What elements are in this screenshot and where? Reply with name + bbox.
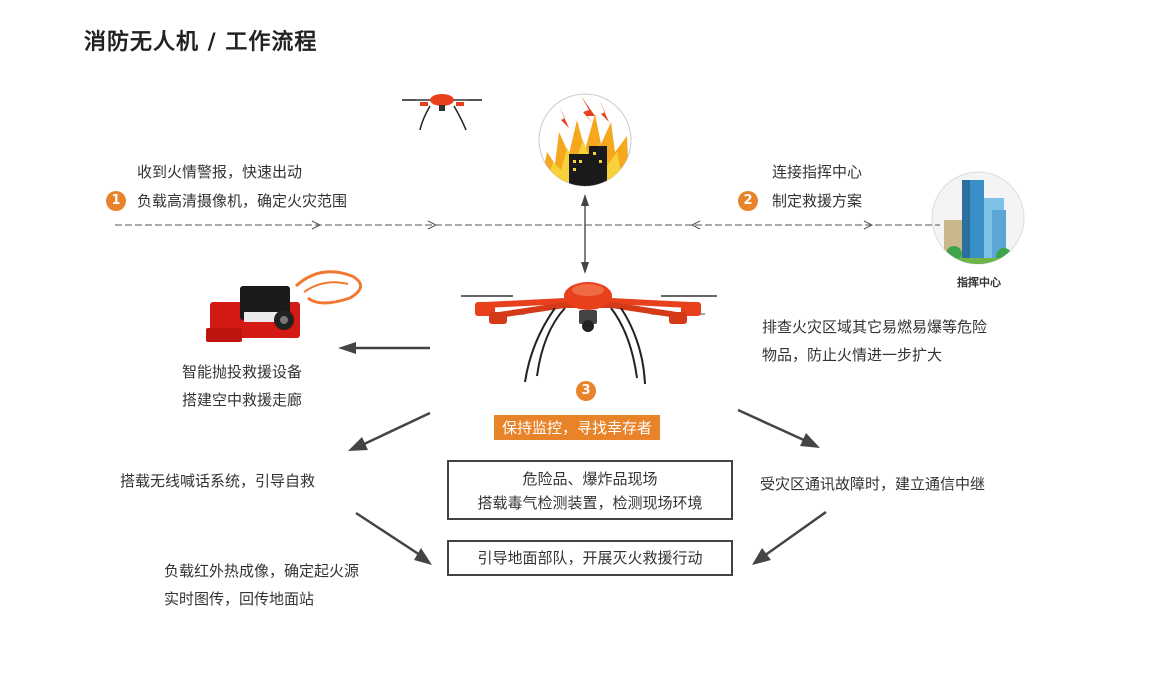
fire-building-icon <box>538 93 632 187</box>
step2-line2: 制定救援方案 <box>772 192 863 210</box>
page-title: 消防无人机 / 工作流程 <box>84 30 318 55</box>
step2-line1: 连接指挥中心 <box>772 163 863 181</box>
device-line1: 智能抛投救援设备 <box>182 363 303 381</box>
hazard-line1: 排查火灾区域其它易燃易爆等危险 <box>762 318 988 336</box>
ground-forces-box: 引导地面部队，开展灭火救援行动 <box>447 540 733 576</box>
rescue-device-icon <box>206 270 362 342</box>
step2-badge: 2 <box>738 191 758 211</box>
step3-badge: 3 <box>576 381 596 401</box>
hazard-detection-box: 危险品、爆炸品现场 搭载毒气检测装置，检测现场环境 <box>447 460 733 520</box>
step1-line2: 负载高清摄像机，确定火灾范围 <box>137 192 348 210</box>
relay-text: 受灾区通讯故障时，建立通信中继 <box>760 475 986 493</box>
step3-label: 保持监控，寻找幸存者 <box>494 415 661 440</box>
small-drone-icon <box>402 94 482 131</box>
box1-line2: 搭载毒气检测装置，检测现场环境 <box>477 494 703 512</box>
command-center-icon <box>931 171 1025 265</box>
step1-badge: 1 <box>106 191 126 211</box>
command-center-label: 指挥中心 <box>957 276 1001 289</box>
hazard-line2: 物品，防止火情进一步扩大 <box>762 346 943 364</box>
speaker-text: 搭载无线喊话系统，引导自救 <box>120 472 316 490</box>
thermal-line1: 负载红外热成像，确定起火源 <box>164 562 360 580</box>
thermal-line2: 实时图传，回传地面站 <box>164 590 315 608</box>
step1-line1: 收到火情警报，快速出动 <box>137 163 303 181</box>
device-line2: 搭建空中救援走廊 <box>182 391 303 409</box>
main-drone-icon <box>461 282 717 385</box>
box2-text: 引导地面部队，开展灭火救援行动 <box>477 549 703 567</box>
box1-line1: 危险品、爆炸品现场 <box>522 470 658 488</box>
